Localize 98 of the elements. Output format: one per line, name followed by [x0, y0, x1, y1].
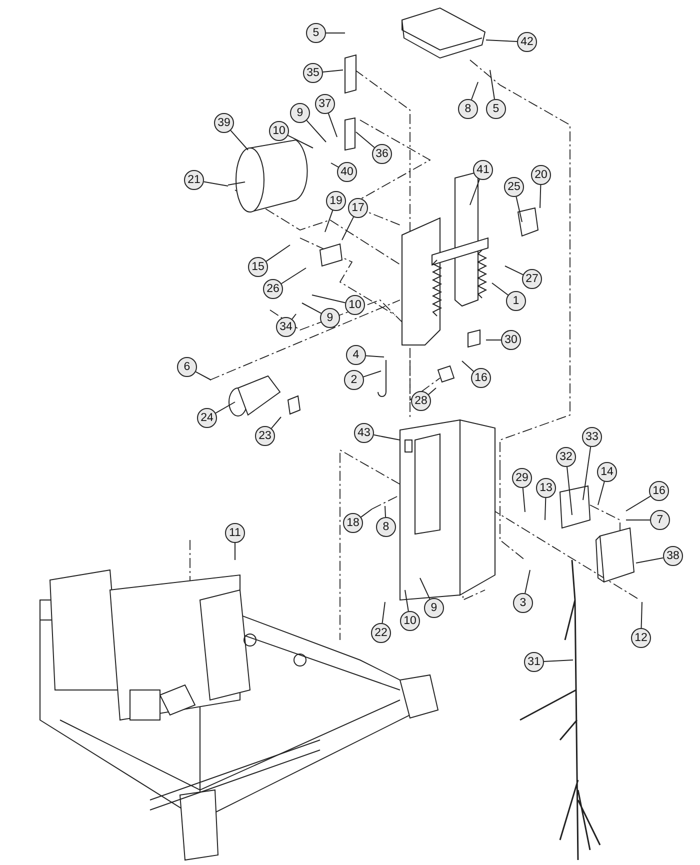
leader-line — [306, 120, 326, 142]
leader-line — [382, 602, 386, 624]
leader-line — [626, 496, 651, 512]
leader-line — [365, 355, 384, 358]
leader-line — [287, 134, 314, 148]
callout-number: 39 — [214, 113, 234, 133]
callout-number: 37 — [315, 94, 335, 114]
leader-line — [330, 162, 339, 168]
callout-number: 12 — [631, 628, 651, 648]
leader-line — [203, 181, 228, 186]
leader-line — [266, 244, 290, 262]
callout-number: 25 — [504, 177, 524, 197]
leader-line — [470, 178, 480, 206]
callout-number: 19 — [326, 191, 346, 211]
callout-number: 33 — [582, 427, 602, 447]
leader-line — [582, 446, 592, 500]
callout-number: 43 — [354, 423, 374, 443]
leader-line — [328, 112, 338, 138]
leader-line — [324, 210, 334, 232]
callout-number: 4 — [346, 345, 366, 365]
callout-number: 14 — [597, 462, 617, 482]
callout-number: 9 — [320, 308, 340, 328]
callout-number: 41 — [473, 160, 493, 180]
leader-line — [230, 130, 248, 150]
leader-line — [598, 481, 605, 506]
leader-line — [356, 132, 375, 148]
leader-line — [428, 388, 436, 395]
callout-number: 31 — [524, 652, 544, 672]
callout-number: 2 — [344, 370, 364, 390]
callout-number: 35 — [303, 63, 323, 83]
callout-number: 10 — [400, 611, 420, 631]
leader-line — [543, 660, 574, 662]
callout-number: 16 — [649, 481, 669, 501]
callout-number: 10 — [269, 121, 289, 141]
leader-line — [234, 542, 236, 560]
leader-line — [504, 266, 524, 276]
leader-line — [636, 557, 664, 564]
callout-number: 24 — [197, 408, 217, 428]
leader-line — [342, 216, 354, 240]
callout-number: 18 — [343, 513, 363, 533]
callout-number: 40 — [337, 162, 357, 182]
leader-line — [280, 268, 306, 284]
leader-line — [566, 466, 572, 516]
leader-line — [292, 314, 296, 320]
leader-line — [326, 32, 346, 34]
leader-line — [540, 184, 542, 208]
leader-line — [404, 590, 409, 612]
callout-number: 13 — [536, 478, 556, 498]
leader-line — [195, 371, 212, 380]
callout-number: 9 — [290, 103, 310, 123]
leader-line — [470, 82, 478, 100]
callout-number: 8 — [458, 99, 478, 119]
leader-line — [322, 70, 344, 72]
leader-line — [360, 508, 372, 518]
callout-number: 20 — [531, 165, 551, 185]
callout-number: 9 — [424, 598, 444, 618]
callout-number: 5 — [306, 23, 326, 43]
leader-line — [640, 602, 642, 628]
leader-line — [362, 370, 382, 378]
callout-number: 29 — [512, 468, 532, 488]
callout-number: 36 — [372, 144, 392, 164]
leader-line — [524, 570, 530, 594]
leader-line — [544, 498, 546, 520]
callout-number: 10 — [345, 295, 365, 315]
callout-number: 23 — [255, 426, 275, 446]
callout-number: 28 — [411, 391, 431, 411]
callout-number: 7 — [650, 510, 670, 530]
leader-line — [302, 302, 322, 314]
leader-line — [516, 196, 522, 222]
leader-line — [312, 294, 346, 304]
callout-number: 42 — [517, 32, 537, 52]
callout-number: 16 — [471, 368, 491, 388]
leader-line — [490, 70, 495, 100]
leader-line — [270, 416, 282, 429]
callout-number: 26 — [263, 279, 283, 299]
callout-number: 30 — [501, 330, 521, 350]
callout-number: 5 — [486, 99, 506, 119]
callout-number: 21 — [184, 170, 204, 190]
leader-line — [492, 282, 508, 296]
callout-number: 6 — [177, 357, 197, 377]
leader-line — [522, 487, 526, 512]
callout-number: 15 — [248, 257, 268, 277]
leader-line — [384, 506, 386, 518]
leader-line — [215, 402, 236, 414]
callout-number: 38 — [663, 546, 683, 566]
callout-number: 27 — [522, 269, 542, 289]
callout-number: 34 — [276, 317, 296, 337]
leader-line — [486, 40, 518, 42]
callout-number: 1 — [506, 291, 526, 311]
leader-line — [462, 360, 474, 372]
callout-number: 17 — [348, 198, 368, 218]
callout-number: 3 — [513, 593, 533, 613]
leader-line — [420, 578, 430, 600]
callout-number: 11 — [225, 523, 245, 543]
leader-line — [373, 434, 400, 440]
callout-number: 32 — [556, 447, 576, 467]
callout-number: 8 — [376, 517, 396, 537]
callout-number: 22 — [371, 623, 391, 643]
